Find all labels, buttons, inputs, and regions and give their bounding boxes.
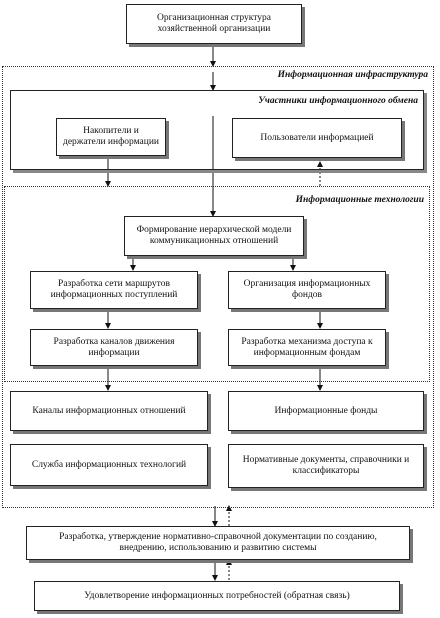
funds-org-box: Организация информационных фондов <box>228 271 386 309</box>
routes-box: Разработка сети маршрутов информационных… <box>30 271 198 309</box>
funds-label: Информационные фонды <box>274 405 378 416</box>
channels-label: Каналы информационных отношений <box>32 405 186 416</box>
participants-title: Участники информационного обмена <box>258 96 418 106</box>
org-structure-box: Организационная структура хозяйственной … <box>126 4 302 44</box>
holders-box: Накопители и держатели информации <box>56 118 166 156</box>
service-box: Служба информационных технологий <box>10 444 208 486</box>
satisfaction-box: Удовлетворение информационных потребност… <box>34 581 400 611</box>
satisfaction-label: Удовлетворение информационных потребност… <box>84 590 350 601</box>
org-structure-label: Организационная структура хозяйственной … <box>157 13 271 34</box>
holders-label: Накопители и держатели информации <box>63 126 159 147</box>
participants-frame <box>10 90 424 170</box>
model-box: Формирование иерархической модели коммун… <box>124 216 304 256</box>
normative-box: Нормативные документы, справочники и кла… <box>228 444 424 488</box>
channels-dev-label: Разработка каналов движения информации <box>53 336 175 358</box>
access-dev-box: Разработка механизма доступа к информаци… <box>228 329 386 366</box>
normative-label: Нормативные документы, справочники и кла… <box>242 455 410 476</box>
development-box: Разработка, утверждение нормативно-справ… <box>26 526 410 560</box>
routes-label: Разработка сети маршрутов информационных… <box>50 279 178 300</box>
development-label: Разработка, утверждение нормативно-справ… <box>59 532 377 553</box>
funds-box: Информационные фонды <box>228 391 424 431</box>
technologies-title: Информационные технологии <box>295 195 424 205</box>
channels-box: Каналы информационных отношений <box>10 391 208 431</box>
users-box: Пользователи информацией <box>232 118 402 158</box>
model-label: Формирование иерархической модели коммун… <box>136 225 292 246</box>
technologies-frame <box>4 186 430 382</box>
service-label: Служба информационных технологий <box>31 459 187 470</box>
access-dev-label: Разработка механизма доступа к информаци… <box>241 336 373 358</box>
infrastructure-title: Информационная инфраструктура <box>277 70 428 80</box>
funds-org-label: Организация информационных фондов <box>243 279 371 300</box>
infrastructure-frame <box>2 66 434 508</box>
channels-dev-box: Разработка каналов движения информации <box>30 329 198 366</box>
users-label: Пользователи информацией <box>260 132 374 143</box>
